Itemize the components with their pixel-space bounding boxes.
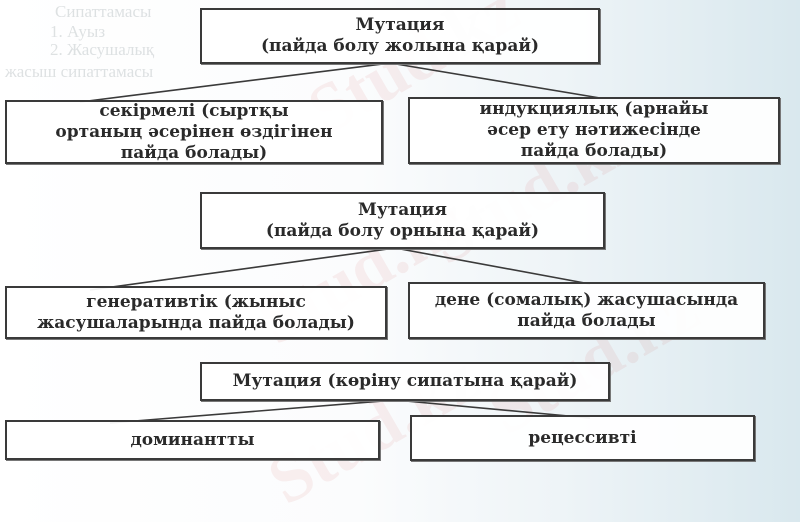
box-text-line: секірмелі (сыртқы <box>99 100 289 121</box>
box-text-line: пайда болады <box>517 310 656 331</box>
box-title: Мутация <box>355 15 445 35</box>
child-box-dominant: доминантты <box>5 420 380 460</box>
box-text-line: доминантты <box>130 429 255 450</box>
root-box-by-manifestation: Мутация (көріну сипатына қарай) <box>200 362 610 401</box>
box-text-line: әсер ету нәтижесінде <box>487 120 701 140</box>
root-box-by-location: Мутация (пайда болу орнына қарай) <box>200 192 605 249</box>
box-text-line: индукциялық (арнайы <box>479 99 709 119</box>
box-subtitle: (пайда болу орнына қарай) <box>265 220 540 241</box>
box-subtitle: (пайда болу жолына қарай) <box>261 36 539 56</box>
box-text-line: рецессивті <box>528 427 637 448</box>
box-text-line: пайда болады) <box>120 142 268 163</box>
child-box-spontaneous: секірмелі (сыртқы ортаның әсерінен өздіг… <box>5 100 383 164</box>
box-text-line: пайда болады) <box>520 141 668 161</box>
child-box-recessive: рецессивті <box>410 415 755 461</box>
box-text-line: дене (сомалық) жасушасында <box>434 289 739 310</box>
child-box-somatic: дене (сомалық) жасушасында пайда болады <box>408 282 765 339</box>
box-title: Мутация (көріну сипатына қарай) <box>232 371 578 391</box>
background-text: Сипаттамасы <box>55 2 152 21</box>
background-text: 2. Жасушалық <box>50 40 155 59</box>
box-text-line: ортаның әсерінен өздігінен <box>55 121 333 142</box>
box-text-line: жасушаларында пайда болады) <box>37 312 355 333</box>
child-box-induced: индукциялық (арнайы әсер ету нәтижесінде… <box>408 97 780 164</box>
child-box-generative: генеративтік (жыныс жасушаларында пайда … <box>5 286 387 339</box>
root-box-by-origin: Мутация (пайда болу жолына қарай) <box>200 8 600 64</box>
background-text: 1. Ауыз <box>50 22 106 41</box>
box-text-line: генеративтік (жыныс <box>86 291 306 312</box>
background-text: жасыш сипаттамасы <box>5 62 154 81</box>
box-title: Мутация <box>358 199 447 220</box>
